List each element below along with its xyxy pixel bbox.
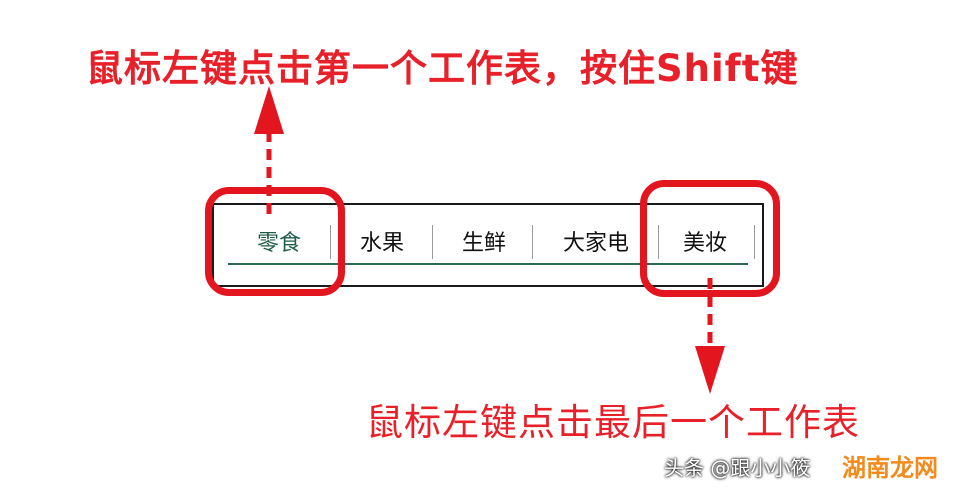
tab-separator [754, 225, 755, 259]
tab-separator [658, 225, 659, 259]
instruction-last-sheet: 鼠标左键点击最后一个工作表 [366, 401, 860, 444]
watermark-site: 湖南龙网 [842, 454, 938, 482]
highlight-first-sheet [205, 187, 345, 296]
tab-separator [532, 225, 533, 259]
sheet-tab-cosmetics[interactable]: 美妆 [682, 231, 727, 256]
sheet-tab-bar: 零食 水果 生鲜 大家电 美妆 [212, 203, 764, 287]
sheet-tab-fruit[interactable]: 水果 [359, 231, 404, 256]
watermark-source: 头条 @跟小小筱 [664, 456, 811, 480]
sheet-tab-appliances[interactable]: 大家电 [562, 231, 629, 256]
sheet-tab-fresh[interactable]: 生鲜 [461, 231, 506, 256]
tab-separator [330, 225, 331, 259]
sheet-tab-strip: 零食 水果 生鲜 大家电 美妆 [228, 219, 755, 265]
instruction-first-sheet: 鼠标左键点击第一个工作表，按住Shift键 [86, 47, 799, 90]
arrow-down-to-instruction [695, 278, 725, 394]
highlight-last-sheet [640, 180, 780, 297]
tab-separator [432, 225, 433, 259]
sheet-tab-snacks[interactable]: 零食 [256, 231, 301, 256]
arrow-up-to-instruction [254, 86, 284, 214]
